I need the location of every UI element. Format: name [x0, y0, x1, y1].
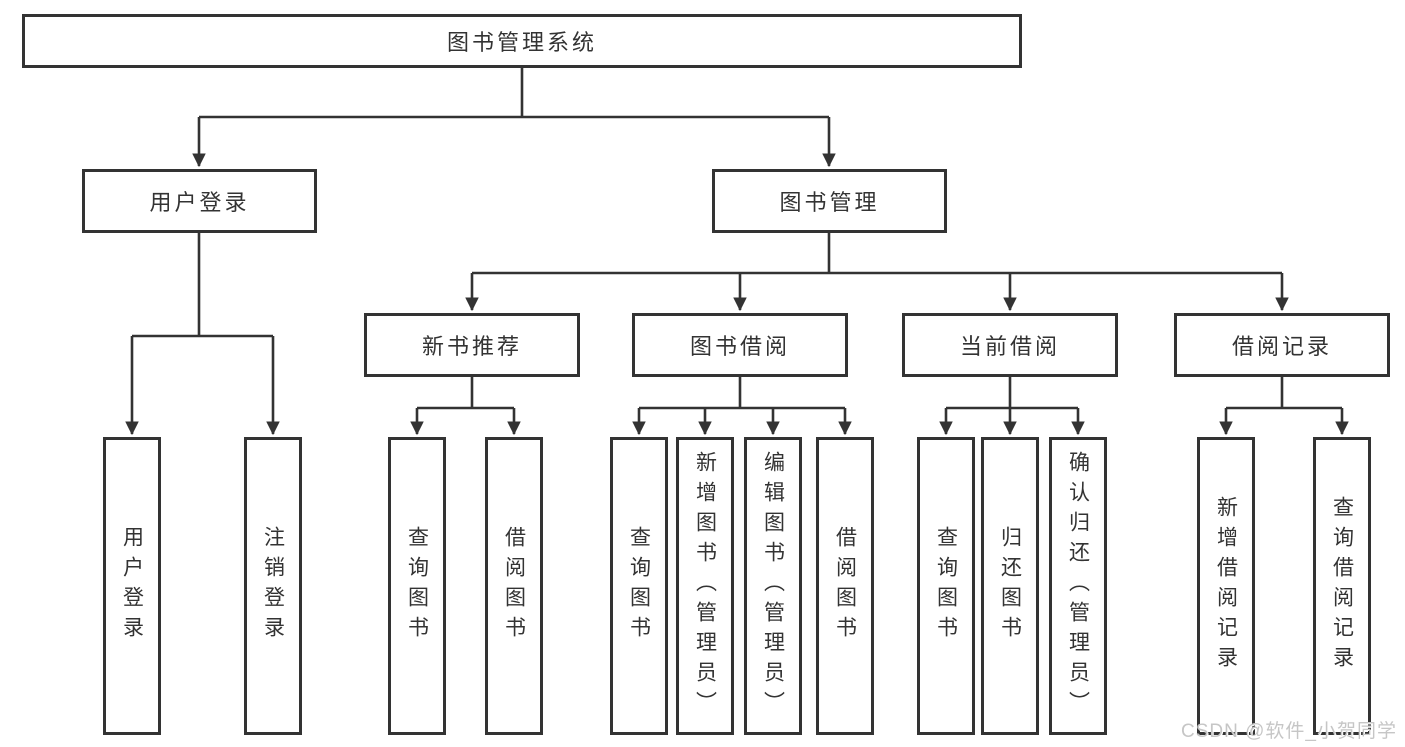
leaf-label: 查询借阅记录 — [1330, 496, 1354, 676]
csdn-watermark: CSDN @软件_小贺同学 — [1181, 721, 1397, 742]
leaf-label: 编辑图书（管理员） — [761, 451, 785, 721]
leaf-label: 新增图书（管理员） — [693, 451, 717, 721]
node-book-borrowing: 图书借阅 — [632, 313, 848, 377]
leaf-borrow-books-1: 借阅图书 — [485, 437, 543, 735]
wire-records-bar — [1226, 377, 1342, 410]
leaf-add-book-admin: 新增图书（管理员） — [676, 437, 734, 735]
node-root-label: 图书管理系统 — [446, 30, 597, 55]
node-current-borrowing: 当前借阅 — [902, 313, 1118, 377]
node-root: 图书管理系统 — [22, 14, 1022, 68]
node-new-book-recommend: 新书推荐 — [364, 313, 580, 377]
leaf-query-books-3: 查询图书 — [917, 437, 975, 735]
node-book-management: 图书管理 — [712, 169, 947, 233]
node-user-login: 用户登录 — [82, 169, 317, 233]
leaf-query-borrow-record: 查询借阅记录 — [1313, 437, 1371, 735]
node-label: 借阅记录 — [1231, 334, 1332, 359]
wire-borrowing-bar — [639, 377, 845, 410]
leaf-label: 注销登录 — [261, 526, 285, 646]
leaf-query-books-1: 查询图书 — [388, 437, 446, 735]
wire-bookmgmt-bar — [472, 233, 1282, 275]
leaf-label: 查询图书 — [405, 526, 429, 646]
wire-newbook-bar — [417, 377, 514, 410]
node-label: 当前借阅 — [959, 334, 1060, 359]
leaf-label: 归还图书 — [998, 526, 1022, 646]
node-label: 图书借阅 — [689, 334, 790, 359]
leaf-label: 用户登录 — [120, 526, 144, 646]
node-label: 新书推荐 — [421, 334, 522, 359]
leaf-label: 新增借阅记录 — [1214, 496, 1238, 676]
leaf-user-login: 用户登录 — [103, 437, 161, 735]
leaf-label: 查询图书 — [627, 526, 651, 646]
node-label: 图书管理 — [779, 190, 880, 215]
leaf-borrow-books-2: 借阅图书 — [816, 437, 874, 735]
leaf-logout: 注销登录 — [244, 437, 302, 735]
leaf-label: 借阅图书 — [833, 526, 857, 646]
leaf-query-books-2: 查询图书 — [610, 437, 668, 735]
wire-current-bar — [946, 377, 1078, 410]
leaf-label: 确认归还（管理员） — [1066, 451, 1090, 721]
leaf-label: 查询图书 — [934, 526, 958, 646]
leaf-label: 借阅图书 — [502, 526, 526, 646]
node-label: 用户登录 — [149, 190, 250, 215]
leaf-edit-book-admin: 编辑图书（管理员） — [744, 437, 802, 735]
wire-userlogin-bar — [132, 233, 273, 338]
node-borrowing-records: 借阅记录 — [1174, 313, 1390, 377]
leaf-add-borrow-record: 新增借阅记录 — [1197, 437, 1255, 735]
wire-root-bar — [199, 68, 829, 119]
leaf-return-books: 归还图书 — [981, 437, 1039, 735]
leaf-confirm-return-admin: 确认归还（管理员） — [1049, 437, 1107, 735]
